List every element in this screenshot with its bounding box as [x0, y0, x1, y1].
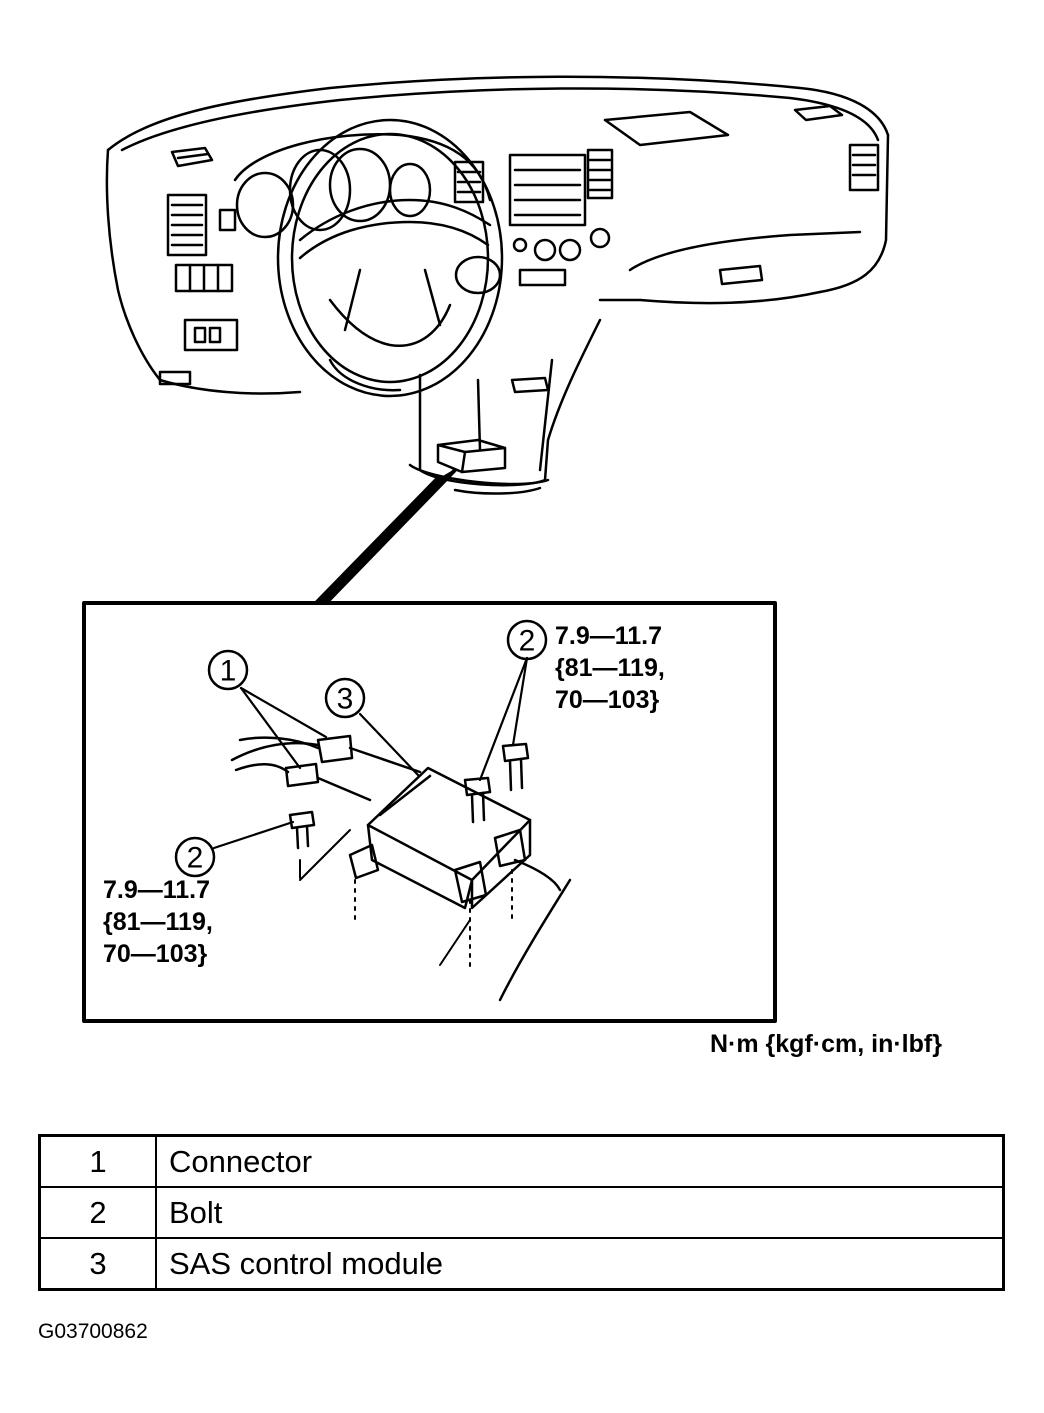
- bolts-drawing: [288, 742, 530, 971]
- legend-number: 3: [38, 1237, 157, 1291]
- table-row: 1 Connector: [38, 1134, 1005, 1188]
- callout-1-circle: [207, 649, 249, 691]
- callout-3-circle: [324, 677, 366, 719]
- legend-label: Connector: [155, 1134, 1005, 1188]
- callout-1-label: 1: [220, 655, 237, 688]
- table-row: 2 Bolt: [38, 1186, 1005, 1239]
- torque-line: 7.9—11.7: [555, 622, 663, 650]
- figure-code: G03700862: [38, 1320, 148, 1343]
- torque-line: {81—119,: [555, 654, 665, 682]
- detail-box: [82, 601, 777, 1023]
- installation-diagram: 1 3 2 2: [82, 75, 890, 1023]
- sas-control-module-drawing: [348, 766, 572, 1002]
- callout-2-label-right: 2: [519, 625, 536, 658]
- torque-units: N·m {kgf·cm, in·lbf}: [710, 1030, 942, 1058]
- torque-spec-left: 7.9—11.7 {81—119, 70—103}: [103, 874, 213, 970]
- callout-2-label-left: 2: [187, 842, 204, 875]
- callout-2-circle-left: [174, 836, 216, 878]
- torque-spec-right: 7.9—11.7 {81—119, 70—103}: [555, 620, 665, 716]
- torque-line: 70—103}: [103, 940, 208, 968]
- torque-line: 70—103}: [555, 686, 660, 714]
- legend-label: Bolt: [155, 1186, 1005, 1239]
- torque-line: 7.9—11.7: [103, 876, 211, 904]
- dashboard-illustration: [105, 75, 890, 495]
- table-row: 3 SAS control module: [38, 1237, 1005, 1291]
- callout-3-label: 3: [337, 683, 354, 716]
- torque-line: {81—119,: [103, 908, 213, 936]
- legend-number: 1: [38, 1134, 157, 1188]
- legend-table: 1 Connector 2 Bolt 3 SAS control module: [38, 1134, 1005, 1291]
- leader-lines: [212, 656, 529, 850]
- connectors-drawing: [230, 734, 422, 802]
- callout-2-circle-right: [506, 619, 548, 661]
- legend-number: 2: [38, 1186, 157, 1239]
- legend-label: SAS control module: [155, 1237, 1005, 1291]
